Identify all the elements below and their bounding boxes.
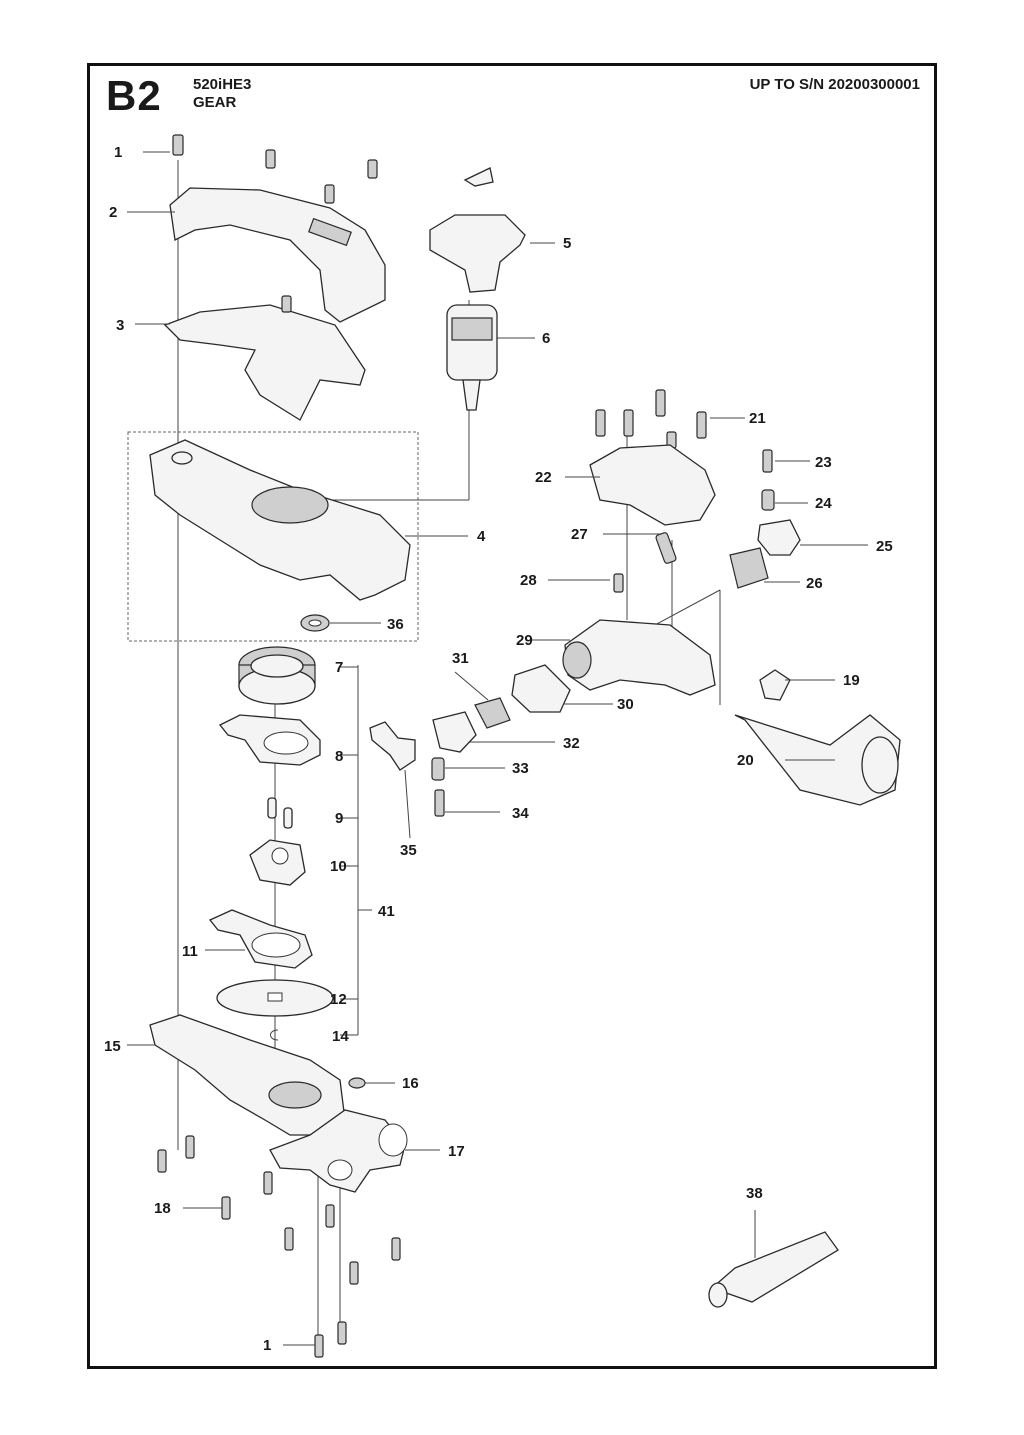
switch xyxy=(759,669,791,701)
serial-range: UP TO S/N 20200300001 xyxy=(749,76,920,93)
small-washer xyxy=(348,1077,366,1089)
callout: 29 xyxy=(516,632,533,649)
callout: 24 xyxy=(815,495,832,512)
callout: 38 xyxy=(746,1185,763,1202)
grease-tube xyxy=(710,1231,839,1303)
callout: 19 xyxy=(843,672,860,689)
callout: 1 xyxy=(114,144,122,161)
gearbox-cover xyxy=(589,444,716,526)
motor-cap xyxy=(429,214,526,293)
diagram-code: B2 xyxy=(106,72,162,119)
callout: 4 xyxy=(477,528,486,545)
callout: 11 xyxy=(182,943,198,960)
pin-b xyxy=(283,807,293,829)
clamp-upper xyxy=(757,519,801,556)
callout: 7 xyxy=(335,659,343,676)
callout: 27 xyxy=(571,526,588,543)
callout: 2 xyxy=(109,204,117,221)
callout: 1 xyxy=(263,1337,271,1354)
callout: 10 xyxy=(330,858,347,875)
hand-guard xyxy=(163,304,366,421)
callout: 6 xyxy=(542,330,550,347)
subassembly-box xyxy=(127,431,419,642)
callout: 5 xyxy=(563,235,571,252)
callout: 33 xyxy=(512,760,529,777)
model-name: 520iHE3 xyxy=(193,76,252,93)
callout: 22 xyxy=(535,469,552,486)
callout: 15 xyxy=(104,1038,121,1055)
diagram-frame xyxy=(87,63,937,1369)
callout: 21 xyxy=(749,410,766,427)
clamp-lower xyxy=(432,711,477,753)
gear-housing-lower xyxy=(149,1014,346,1136)
callout: 12 xyxy=(330,991,347,1008)
section-name: GEAR xyxy=(193,94,237,111)
bushing xyxy=(729,547,769,589)
callout: 14 xyxy=(332,1028,349,1045)
callout: 36 xyxy=(387,616,404,633)
callout: 9 xyxy=(335,810,343,827)
callout: 32 xyxy=(563,735,580,752)
bushing-small xyxy=(474,697,511,729)
callout: 20 xyxy=(737,752,754,769)
callout: 30 xyxy=(617,696,634,713)
callout: 17 xyxy=(448,1143,465,1160)
callout: 28 xyxy=(520,572,537,589)
pin-a xyxy=(267,797,277,819)
callout: 16 xyxy=(402,1075,419,1092)
callout: 26 xyxy=(806,575,823,592)
upper-cover xyxy=(169,187,386,323)
callout: 25 xyxy=(876,538,893,555)
callout: 41 xyxy=(378,903,395,920)
callout: 8 xyxy=(335,748,343,765)
screws xyxy=(157,134,773,1358)
callout: 35 xyxy=(400,842,417,859)
callout: 23 xyxy=(815,454,832,471)
callout: 18 xyxy=(154,1200,171,1217)
gearbox-housing xyxy=(564,619,716,696)
callout: 3 xyxy=(116,317,124,334)
callout: 34 xyxy=(512,805,529,822)
callout: 31 xyxy=(452,650,469,667)
lever xyxy=(369,721,416,771)
support-bracket xyxy=(269,1109,406,1193)
bearing-ring xyxy=(511,664,571,713)
motor xyxy=(446,304,498,381)
